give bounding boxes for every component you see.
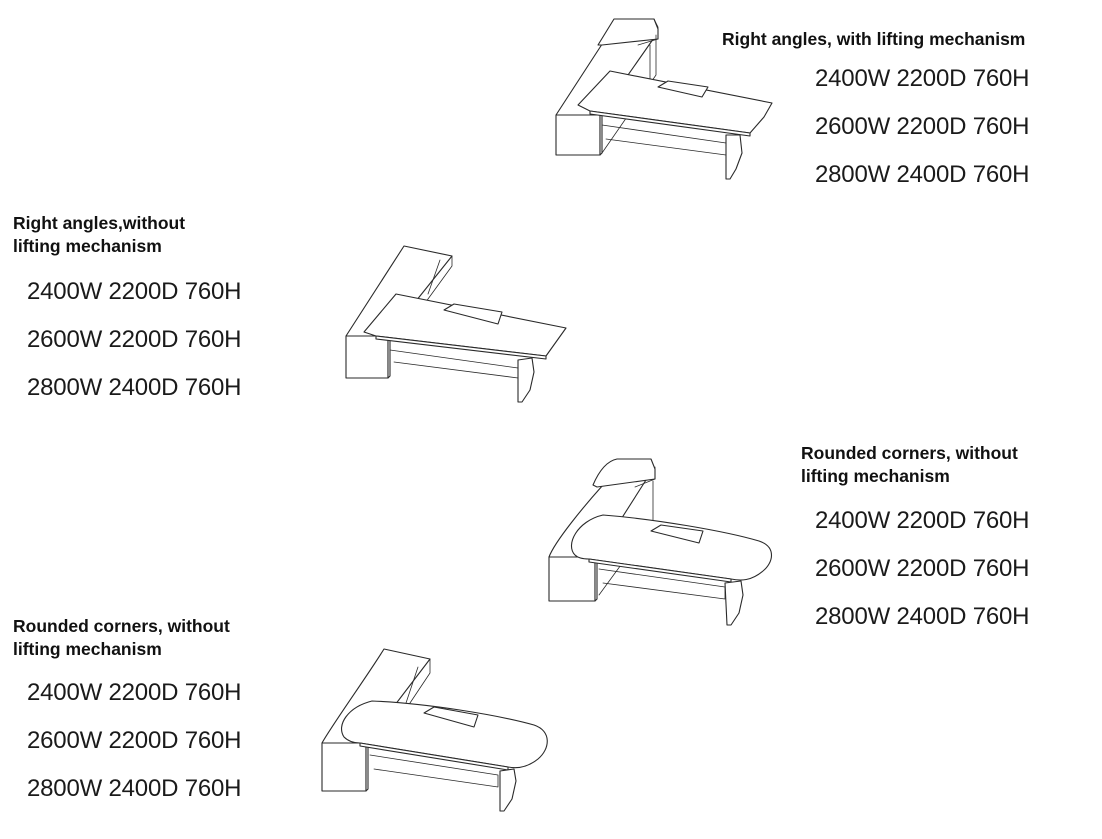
size-option: 2400W 2200D 760H [815, 65, 1030, 92]
size-option: 2400W 2200D 760H [27, 278, 242, 305]
size-option: 2800W 2400D 760H [815, 603, 1030, 630]
group-1-size-list: 2400W 2200D 760H 2600W 2200D 760H 2800W … [815, 55, 1029, 199]
size-option: 2600W 2200D 760H [27, 326, 242, 353]
size-option: 2800W 2400D 760H [815, 161, 1030, 188]
size-option: 2400W 2200D 760H [815, 507, 1030, 534]
desk-illustration-right-angle [345, 245, 567, 403]
desk-illustration-rounded-2 [321, 648, 548, 812]
desk-illustration-rounded [548, 458, 773, 626]
size-option: 2600W 2200D 760H [815, 555, 1030, 582]
size-option: 2400W 2200D 760H [27, 679, 242, 706]
group-1-heading: Right angles, with lifting mechanism [722, 29, 1026, 49]
size-option: 2800W 2400D 760H [27, 775, 242, 802]
group-4-heading: Rounded corners, without lifting mechani… [13, 616, 230, 659]
group-4-size-list: 2400W 2200D 760H 2600W 2200D 760H 2800W … [27, 669, 241, 813]
desk-illustration-right-angle-lifting [555, 18, 773, 180]
size-option: 2800W 2400D 760H [27, 374, 242, 401]
group-3-size-list: 2400W 2200D 760H 2600W 2200D 760H 2800W … [815, 497, 1029, 641]
group-2-heading: Right angles,without lifting mechanism [13, 213, 186, 256]
group-2-size-list: 2400W 2200D 760H 2600W 2200D 760H 2800W … [27, 268, 241, 412]
size-option: 2600W 2200D 760H [27, 727, 242, 754]
size-option: 2600W 2200D 760H [815, 113, 1030, 140]
group-3-heading: Rounded corners, without lifting mechani… [801, 443, 1018, 486]
